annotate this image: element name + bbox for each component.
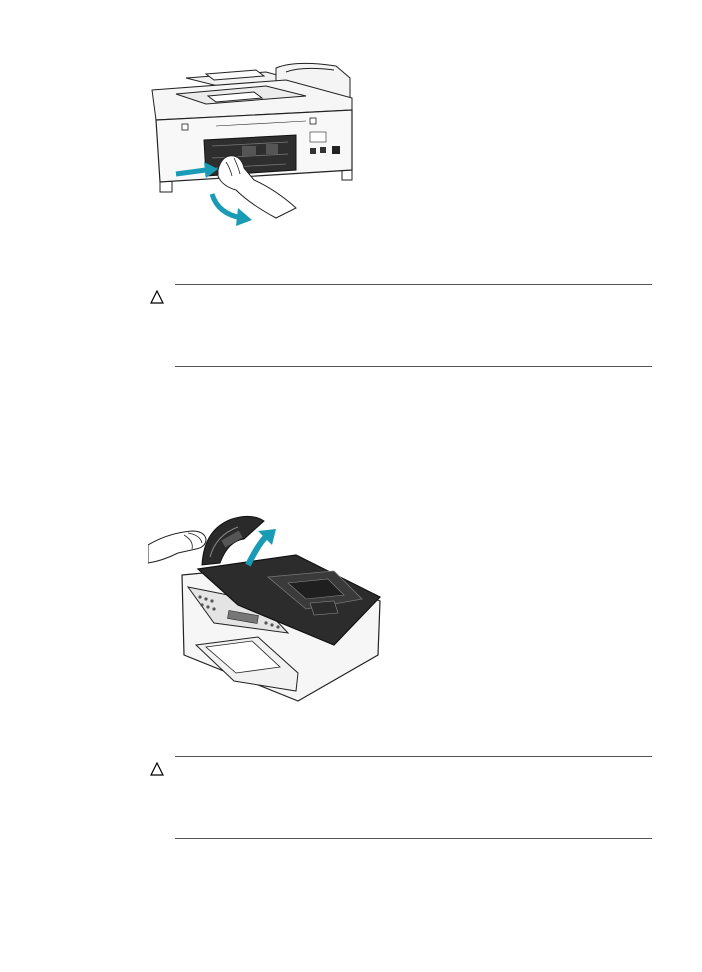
- feeder-cover-illustration: [148, 505, 384, 705]
- caution-bottom-rule: [175, 366, 652, 367]
- printer-adf-illustration: [148, 515, 381, 702]
- caution-bottom-rule: [175, 838, 652, 839]
- caution-note: [150, 756, 652, 842]
- caution-triangle-icon: [150, 289, 164, 304]
- caution-top-rule: [175, 284, 652, 285]
- caution-top-rule: [175, 756, 652, 757]
- caution-note: [150, 284, 652, 370]
- rear-door-illustration: [146, 58, 362, 230]
- caution-triangle-icon: [150, 761, 164, 776]
- printer-rear-illustration: [151, 62, 353, 226]
